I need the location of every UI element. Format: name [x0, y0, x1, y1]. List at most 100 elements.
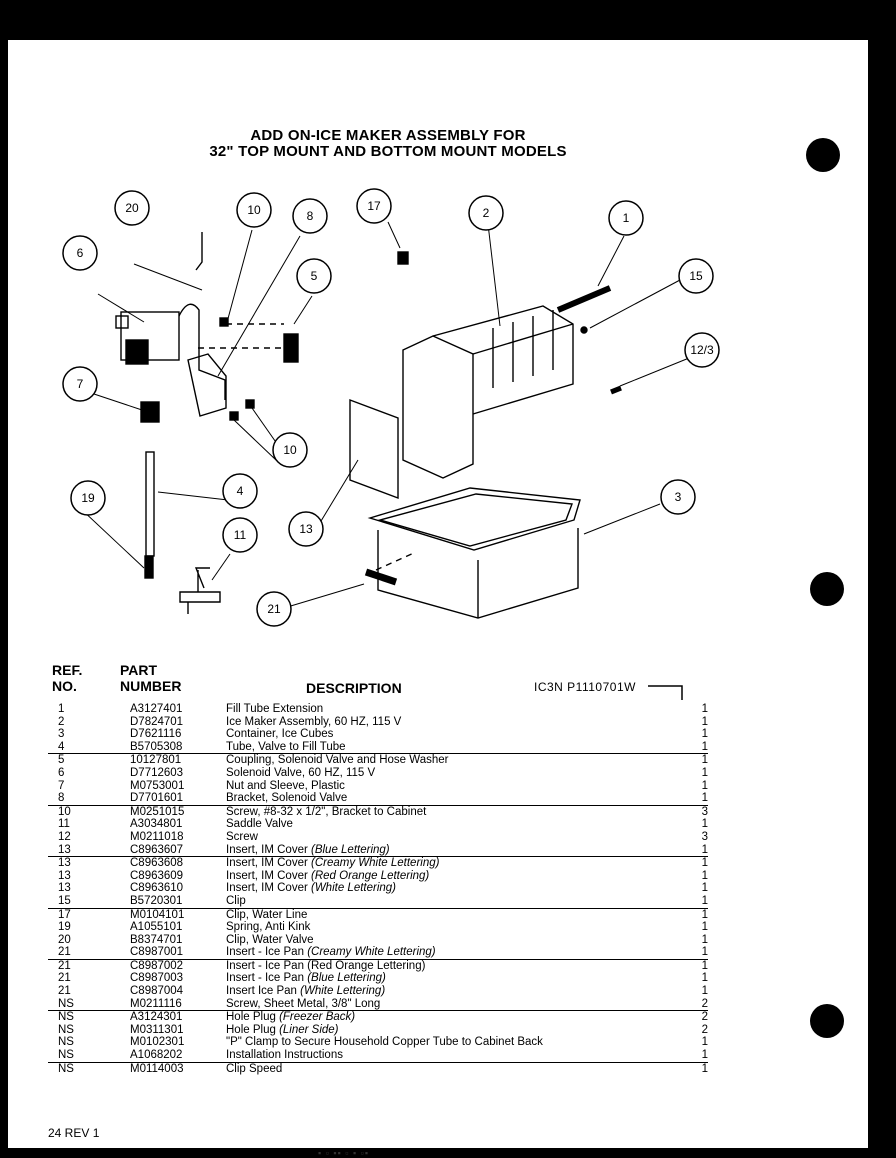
callout-20: 20 [114, 190, 150, 226]
bracket-drawing [187, 353, 227, 417]
table-row: 13 C8963607 Insert, IM Cover (Blue Letteri… [48, 844, 708, 857]
part-number-cell: M0104101 [130, 907, 226, 922]
ref-cell: 10 [48, 804, 130, 819]
solenoid-valve-drawing [120, 311, 180, 361]
description-cell: Insert, IM Cover (Blue Lettering) [226, 843, 390, 856]
part-number-cell: A3034801 [130, 818, 183, 831]
description-cell: Tube, Valve to Fill Tube [226, 740, 346, 753]
callout-7: 7 [62, 366, 98, 402]
callout-17: 17 [356, 188, 392, 224]
callout-1: 1 [608, 200, 644, 236]
part-number-cell: B8374701 [130, 933, 183, 946]
document-code: IC3N P1110701W [534, 680, 636, 694]
part-number-cell: A3124301 [130, 1010, 226, 1024]
description-cell: Saddle Valve [226, 818, 293, 831]
description-cell: Insert, IM Cover (Red Orange Lettering) [226, 869, 430, 882]
part-number-cell: M0251015 [130, 804, 226, 819]
part-number-cell: M0311301 [130, 1023, 184, 1036]
quantity-cell: 1 [701, 728, 708, 741]
description-cell: Fill Tube Extension [226, 703, 324, 715]
callout-12: 12/3 [684, 332, 720, 368]
quantity-cell: 1 [701, 1049, 708, 1062]
quantity-cell: 2 [701, 997, 708, 1010]
part-number-cell: C8987004 [130, 985, 184, 998]
ref-cell: 5 [48, 753, 130, 767]
svg-text:17: 17 [367, 199, 381, 213]
page-smudge: ▪ ▫ ▪▪ ▫ ▪ ▫▪ [318, 1148, 370, 1158]
quantity-cell: 1 [701, 1036, 708, 1049]
description-cell: Bracket, Solenoid Valve [226, 792, 348, 805]
ref-no-header: REF. NO. [52, 662, 83, 694]
description-cell: Nut and Sleeve, Plastic [226, 779, 345, 792]
description-cell: Solenoid Valve, 60 HZ, 115 V [226, 766, 376, 779]
description-cell: Hole Plug (Liner Side) [226, 1023, 339, 1036]
part-number-cell: C8963609 [130, 869, 184, 882]
quantity-cell: 1 [701, 792, 708, 805]
part-number-cell: C8963607 [130, 843, 184, 856]
binder-hole-bottom [810, 1004, 844, 1038]
part-number-cell: D7701601 [130, 792, 184, 805]
description-header: DESCRIPTION [306, 680, 402, 696]
description-cell: Clip, Water Line [226, 907, 696, 922]
part-number-cell: 10127801 [130, 753, 226, 767]
svg-text:15: 15 [689, 269, 703, 283]
ref-cell: 13 [48, 856, 130, 870]
callout-15: 15 [678, 258, 714, 294]
callout-8: 8 [292, 198, 328, 234]
description-cell: Clip Speed [226, 1061, 696, 1076]
quantity-cell: 1 [701, 946, 708, 959]
svg-text:12/3: 12/3 [690, 343, 714, 357]
svg-text:7: 7 [77, 377, 84, 391]
quantity-cell: 1 [696, 753, 708, 767]
part-number-cell: A1055101 [130, 921, 183, 934]
ref-cell: 13 [58, 843, 71, 856]
ice-maker-drawing [402, 335, 474, 479]
callout-2: 2 [468, 195, 504, 231]
description-cell: Insert - Ice Pan (Red Orange Lettering) [226, 958, 696, 973]
ref-cell: 17 [48, 907, 130, 922]
exploded-parts-diagram: 20 6 10 8 17 2 1 5 15 12/3 7 10 19 4 3 1… [62, 188, 720, 627]
ref-cell: 19 [58, 921, 71, 934]
quantity-cell: 1 [701, 766, 708, 779]
callouts: 20 6 10 8 17 2 1 5 15 12/3 7 10 19 4 3 1… [62, 188, 720, 627]
part-number-cell: M0114003 [130, 1061, 226, 1076]
part-number-cell: D7621116 [130, 728, 182, 741]
quantity-cell: 1 [701, 869, 708, 882]
part-number-cell: C8987002 [130, 958, 226, 973]
table-row: 13 C8963609 Insert, IM Cover (Red Orange L… [48, 870, 708, 883]
page-title: ADD ON-ICE MAKER ASSEMBLY FOR 32" TOP MO… [209, 127, 567, 160]
description-cell: Clip [226, 894, 246, 907]
part-number-header: PART NUMBER [120, 662, 182, 694]
description-cell: Installation Instructions [226, 1049, 343, 1062]
quantity-cell: 1 [696, 1061, 708, 1076]
callout-5: 5 [296, 258, 332, 294]
quantity-cell: 1 [701, 843, 708, 856]
ref-cell: 2 [58, 715, 65, 728]
callout-11: 11 [222, 517, 258, 553]
ref-cell: 21 [58, 985, 71, 998]
ref-cell: 13 [58, 869, 71, 882]
svg-text:5: 5 [311, 269, 318, 283]
part-number-cell: A1068202 [130, 1049, 183, 1062]
description-cell: Insert Ice Pan (White Lettering) [226, 985, 386, 998]
quantity-cell: 1 [701, 894, 708, 907]
description-cell: Insert - Ice Pan (Blue Lettering) [226, 972, 386, 985]
ref-cell: 21 [58, 972, 71, 985]
part-number-cell: D7824701 [130, 715, 184, 728]
quantity-cell: 3 [696, 804, 708, 819]
part-number-cell: B5720301 [130, 894, 183, 907]
ref-cell: 11 [58, 818, 70, 831]
